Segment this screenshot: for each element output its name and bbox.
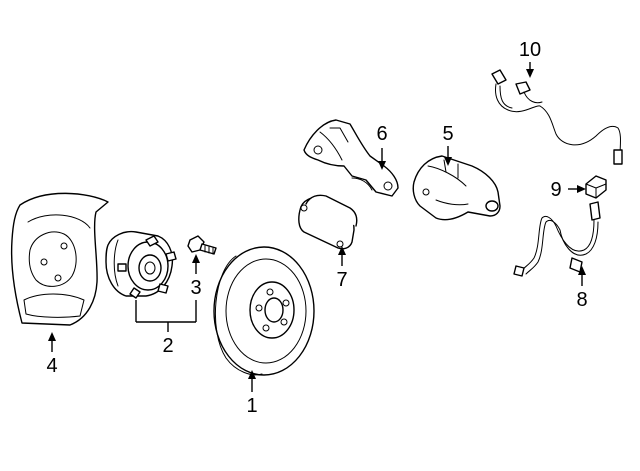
hose-bracket-part	[585, 175, 607, 199]
abs-sensor-wire-part	[491, 69, 623, 165]
callout-3: 3	[190, 277, 201, 299]
callout-numbers: 1 2 3 4 5 6 7 8 9 10	[46, 39, 587, 417]
callout-5: 5	[442, 123, 453, 145]
caliper-bracket-part	[303, 119, 399, 197]
hub-bolt-part	[187, 235, 217, 255]
callout-4: 4	[46, 355, 57, 377]
splash-shield-part	[10, 192, 109, 326]
callout-9: 9	[550, 179, 561, 201]
callout-7: 7	[336, 269, 347, 291]
brake-caliper-part	[412, 155, 501, 221]
callout-1: 1	[246, 395, 257, 417]
callout-10: 10	[519, 39, 541, 61]
leader-lines	[48, 62, 586, 392]
brake-pads-part	[298, 194, 358, 250]
callout-6: 6	[376, 123, 387, 145]
callout-8: 8	[576, 289, 587, 311]
callout-2: 2	[162, 335, 173, 357]
brake-hose-part	[513, 201, 601, 277]
brake-rotor-part	[213, 246, 315, 376]
hub-bearing-part	[105, 230, 177, 299]
